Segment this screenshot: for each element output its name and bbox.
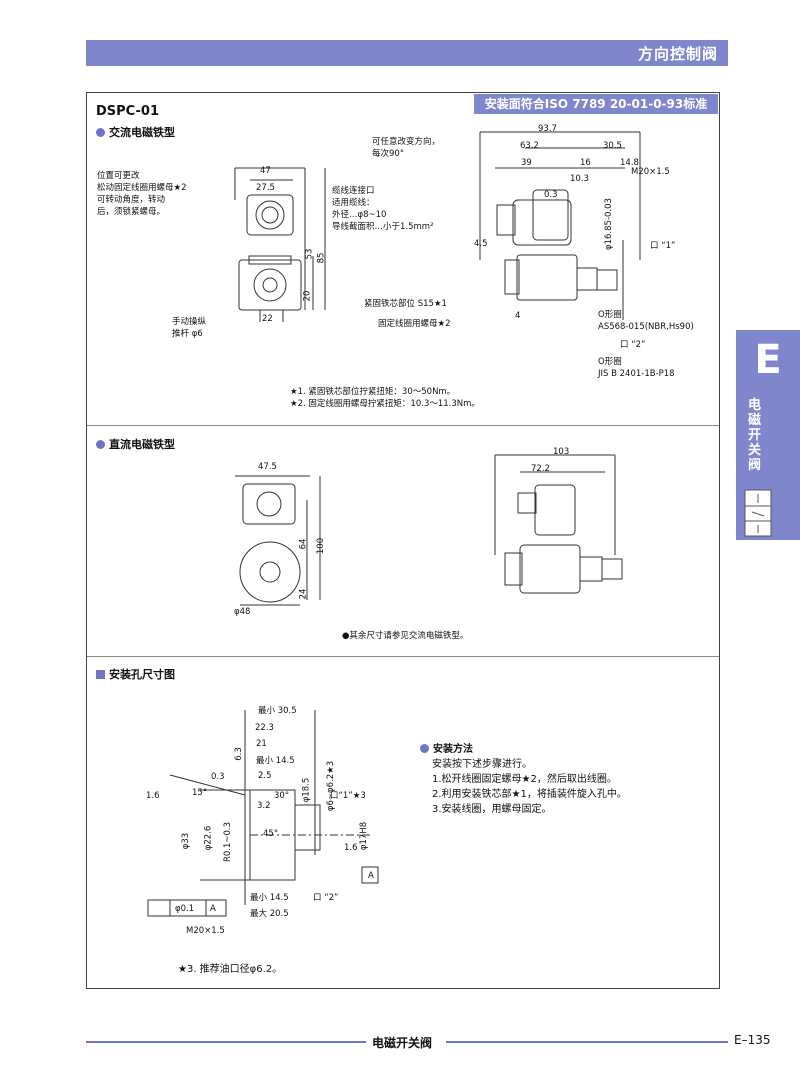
dim-47-5: 47.5 — [258, 462, 277, 472]
label-tolerance: φ0.1 — [175, 904, 195, 914]
dim-21: 21 — [256, 739, 267, 749]
star3-note: ★3. 推荐油口径φ6.2。 — [178, 964, 283, 975]
dim-93-7: 93.7 — [538, 124, 557, 134]
dim-20: 20 — [302, 290, 313, 302]
square-bullet-icon — [96, 670, 105, 679]
hole-section-title: 安装孔尺寸图 — [96, 666, 175, 682]
footer-line-right — [446, 1041, 728, 1043]
label-jis: JIS B 2401-1B-P18 — [598, 369, 675, 379]
dc-section-title: 直流电磁铁型 — [96, 436, 175, 452]
label-as568: AS568-015(NBR,Hs90) — [598, 322, 694, 332]
dim-4-5: 4.5 — [474, 239, 488, 249]
dim-103: 103 — [553, 447, 570, 457]
footer-line-left — [86, 1041, 366, 1043]
footer-title: 电磁开关阀 — [372, 1036, 433, 1050]
dim-1-6-b: 1.6 — [344, 843, 358, 853]
part-label-nut: 固定线圈用螺母★2 — [378, 319, 451, 329]
side-tab-letter: E — [736, 330, 800, 390]
ac-front-drawing — [234, 167, 326, 322]
dim-phi18-5: φ18.5 — [301, 777, 312, 803]
dim-phi33: φ33 — [181, 832, 192, 850]
mounting-hole-drawing — [147, 710, 379, 917]
standard-bar: 安装面符合ISO 7789 20-01-0-93标准 — [474, 94, 718, 114]
label-datum-a-box: A — [368, 871, 374, 881]
side-tab-label: 电磁开关阀 — [748, 398, 762, 473]
label-port-2-hole: 口 “2” — [313, 893, 339, 903]
dim-10-3: 10.3 — [570, 174, 589, 184]
bullet-icon — [420, 744, 429, 753]
dim-phi16-85: φ16.85-0.03 — [604, 198, 614, 250]
dim-15-deg: 15° — [192, 788, 208, 798]
dim-2-5: 2.5 — [258, 771, 272, 781]
dim-24: 24 — [298, 588, 309, 600]
dc-note: ●其余尺寸请参见交流电磁铁型。 — [342, 631, 469, 641]
dim-min-14-5-b: 最小 14.5 — [250, 893, 289, 903]
dim-39: 39 — [521, 158, 532, 168]
dim-64: 64 — [298, 538, 309, 550]
ac-left-notes: 位置可更改 松动固定线圈用螺母★2 可转动角度，转动 后，须锁紧螺母。 — [97, 171, 187, 217]
dim-14-8: 14.8 — [620, 158, 639, 168]
label-datum-a: A — [210, 904, 216, 914]
dim-0-3: 0.3 — [544, 190, 558, 200]
page-title: 方向控制阀 — [637, 45, 718, 63]
dim-6-3: 6.3 — [233, 747, 244, 761]
label-m20-hole: M20×1.5 — [186, 926, 225, 936]
dim-16: 16 — [580, 158, 591, 168]
dim-63-2: 63.2 — [520, 141, 539, 151]
dim-1-6: 1.6 — [146, 791, 160, 801]
dim-r01: R0.1~0.3 — [223, 821, 234, 863]
dim-min-30-5: 最小 30.5 — [258, 706, 297, 716]
cable-notes: 缆线连接口 适用缆线： 外径…φ8~10 导线截面积…小于1.5mm² — [332, 186, 434, 232]
dim-phi48: φ48 — [234, 607, 251, 617]
dc-front-drawing — [235, 475, 321, 606]
dim-min-14-5: 最小 14.5 — [256, 756, 295, 766]
label-m20: M20×1.5 — [631, 167, 670, 177]
manual-notes: 手动操纵 推杆 φ6 — [172, 317, 207, 339]
dim-30-5: 30.5 — [603, 141, 622, 151]
dim-72-2: 72.2 — [531, 464, 550, 474]
divider-1 — [87, 425, 719, 426]
label-port-1-hole: 口“1”★3 — [330, 791, 366, 801]
dim-47: 47 — [260, 166, 271, 176]
bullet-icon — [96, 128, 105, 137]
dim-85: 85 — [316, 252, 327, 264]
divider-2 — [87, 656, 719, 657]
bullet-icon — [96, 440, 105, 449]
dim-phi17h8: φ17H8 — [359, 821, 370, 851]
ac-section-title: 交流电磁铁型 — [96, 124, 175, 140]
install-method: 安装方法 安装按下述步骤进行。 1.松开线圈固定螺母★2，然后取出线圈。 2.利… — [420, 742, 627, 817]
label-oring-2: O形圈 — [598, 357, 622, 367]
model-name: DSPC-01 — [96, 104, 160, 119]
page-number: E–135 — [734, 1033, 771, 1047]
ac-top-notes: 可任意改变方向， 每次90° — [372, 137, 441, 159]
dim-45-deg: 45° — [263, 829, 279, 839]
dc-side-drawing — [494, 454, 623, 594]
dim-0-3-b: 0.3 — [211, 772, 225, 782]
dim-phi6: φ6~φ6.2★3 — [326, 760, 337, 812]
dim-22-3: 22.3 — [255, 723, 274, 733]
label-port-1: 口 “1” — [650, 241, 676, 251]
ac-star-notes: ★1. 紧固铁芯部位拧紧扭矩：30～50Nm。 ★2. 固定线圈用螺母拧紧扭矩：… — [290, 387, 480, 409]
dim-27-5: 27.5 — [256, 183, 275, 193]
label-port-2: 口 “2” — [620, 340, 646, 350]
dim-max-20-5: 最大 20.5 — [250, 909, 289, 919]
label-oring-1: O形圈 — [598, 310, 622, 320]
dim-4: 4 — [515, 311, 521, 321]
part-label-core: 紧固铁芯部位 S15★1 — [364, 299, 447, 309]
dim-22: 22 — [262, 314, 273, 324]
content-frame — [86, 92, 720, 989]
dim-phi22-6: φ22.6 — [203, 825, 214, 851]
dim-53: 53 — [304, 248, 315, 260]
dim-3-2: 3.2 — [257, 801, 271, 811]
dim-100: 100 — [316, 537, 327, 555]
dim-30-deg: 30° — [274, 791, 290, 801]
valve-symbol-icon — [744, 489, 772, 537]
ac-side-drawing — [479, 131, 641, 320]
header-bar: 方向控制阀 — [86, 40, 728, 66]
